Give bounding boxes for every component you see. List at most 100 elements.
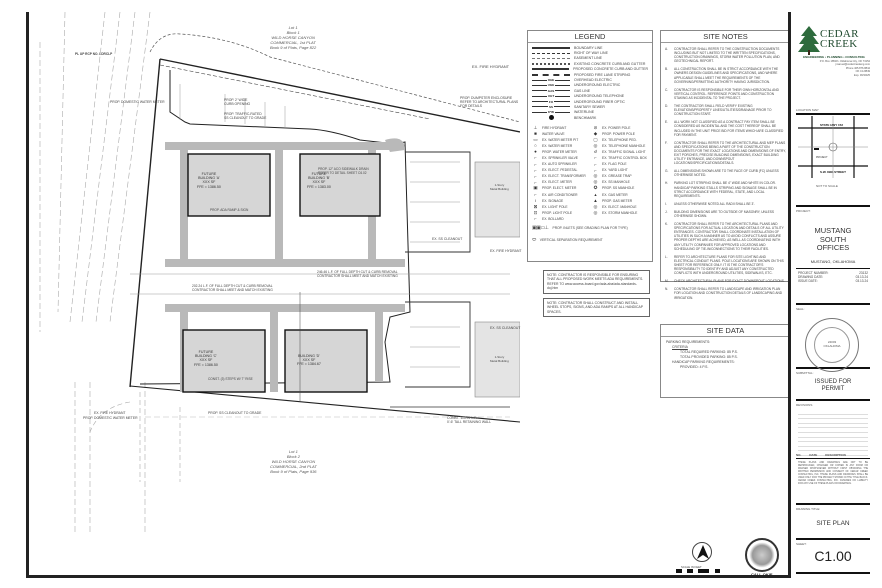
legend-symbol-icon: ⊥ bbox=[533, 124, 538, 130]
legend-line-item: BOUNDARY LINE bbox=[532, 45, 648, 50]
lot-line-5: Book 9 of Plats, Page 822 bbox=[270, 45, 317, 50]
ugt-swatch: UGT bbox=[532, 94, 570, 99]
legend-symbol-label: EX. TRAFFIC CONTROL BOX bbox=[602, 155, 647, 160]
meta-value: 23132 bbox=[859, 271, 868, 275]
project-name-line: OFFICES bbox=[816, 243, 850, 252]
legend-label: BENCHMARK bbox=[574, 115, 597, 120]
legend-panel: LEGEND BOUNDARY LINE RIGHT OF WAY LINE E… bbox=[527, 30, 653, 262]
legend-symbol-label: WATER VALVE bbox=[542, 131, 565, 136]
callout-line: FOR DETAILS bbox=[460, 104, 482, 108]
legend-symbol-label: EX. POWER POLE bbox=[602, 125, 631, 130]
line-code: UGE bbox=[546, 83, 556, 88]
map-road-south: S.W. 89th STREET bbox=[820, 170, 846, 174]
revision-header: DESCRIPTION bbox=[825, 453, 846, 457]
legend-symbol-label: EX. LIGHT POLE bbox=[542, 204, 568, 209]
legend-symbol-item: ⊘EX. POWER POLE bbox=[592, 124, 648, 130]
sidewalk-drain-callout: PROP. 12" ACO SIDEWALK DRAIN REFER TO DE… bbox=[318, 167, 369, 175]
building-area: XXX SF bbox=[312, 180, 326, 185]
project-name: MUSTANG SOUTH OFFICES bbox=[794, 226, 872, 253]
site-note-item: C.CONTRACTOR IS RESPONSIBLE FOR THEIR OW… bbox=[661, 88, 790, 100]
legend-symbol-label: EX. GAS METER bbox=[602, 192, 628, 197]
site-note-text: ALL DIMENSIONS SHOWN ARE TO THE FACE OF … bbox=[674, 169, 779, 178]
site-note-key: I. bbox=[665, 201, 667, 206]
legend-symbol-item: ■WATER VALVE bbox=[532, 131, 588, 137]
legend-symbol-item: ▭EX. WATER METER PIT bbox=[532, 137, 588, 143]
line-code: OHE bbox=[546, 78, 556, 83]
legend-symbol-item: ▲PROP. GAS METER bbox=[592, 198, 648, 204]
legend-symbol-label: EX. ELECT. PEDESTAL bbox=[542, 168, 578, 173]
lot-line-2: Block 1 bbox=[286, 30, 300, 35]
address-line: P.O. Box 18518 • Oklahoma City, OK 73154 bbox=[819, 60, 870, 63]
building-name: BUILDING 'B' bbox=[308, 176, 330, 181]
sheet-number: C1.00 bbox=[814, 548, 852, 564]
legend-symbol-item: ▴EX. GAS METER bbox=[592, 192, 648, 198]
benchmark-icon bbox=[532, 115, 570, 121]
building-status: FUTURE bbox=[311, 172, 327, 176]
site-note-text: CHECK ARCHITECTURAL PLANS FOR EXACT DOWN… bbox=[674, 279, 785, 284]
legend-symbol-label: FIRE HYDRANT bbox=[542, 125, 567, 130]
building-ffe: FFE = 1386.50 bbox=[194, 362, 218, 367]
legend-symbol-icon: ◆ bbox=[593, 130, 598, 136]
legend-label: GAS LINE bbox=[574, 88, 591, 93]
row-line-swatch bbox=[532, 51, 570, 56]
drawing-sheet: Lot 1 Block 1 WILD HORSE CANYON COMMERCI… bbox=[12, 12, 872, 578]
lot-line-3: WILD HORSE CANYON bbox=[271, 459, 316, 464]
gas-swatch: GAS bbox=[532, 88, 570, 93]
callout-line: 1-Story bbox=[494, 355, 505, 359]
inlet-icon: ▣▣▭⊥ bbox=[532, 224, 549, 231]
legend-symbol-label: PROP. GAS METER bbox=[602, 198, 633, 203]
address-line: Exp. 06/30/25 bbox=[853, 73, 870, 77]
legend-symbol-item: ⌐EX. TRAFFIC CONTROL BOX bbox=[592, 155, 648, 161]
legend-symbol-label: EX. BOLLARD bbox=[542, 216, 564, 221]
svg-text:N: N bbox=[702, 554, 705, 559]
site-note-key: C. bbox=[665, 87, 669, 92]
project-meta: PROJECT NUMBER:23132 DRAWING DATE:03.13.… bbox=[798, 271, 868, 283]
call-okie-label: CALL OKIE bbox=[751, 572, 773, 577]
domestic-meter-s-callout: PROP. DOMESTIC WATER METER bbox=[83, 416, 138, 420]
site-note-text: CONTRACTOR SHALL REFER TO THE ARCHITECTU… bbox=[674, 140, 786, 166]
site-data-body: PARKING REQUIREMENTS: CRITERIA TOTAL REQ… bbox=[661, 337, 790, 373]
company-address: P.O. Box 18518 • Oklahoma City, OK 73154… bbox=[820, 60, 870, 77]
revisions-table bbox=[798, 410, 868, 456]
site-note-item: K.CONTRACTOR SHALL REFER TO THE ARCHITEC… bbox=[661, 222, 790, 251]
legend-symbol-icon: ✪ bbox=[593, 185, 598, 191]
sheet-caption: SHEET: bbox=[796, 542, 807, 546]
legend-symbol-label: EX. SIGNAGE bbox=[542, 198, 564, 203]
legend-symbol-label: EX. AUTO SPRINKLER bbox=[542, 162, 577, 167]
address-line: OK CA 8849 bbox=[855, 70, 870, 74]
submittal-caption: SUBMITTAL: bbox=[796, 371, 814, 375]
boundary-line-swatch bbox=[532, 45, 570, 50]
legend-symbol-item: ◎EX. STORM MANHOLE bbox=[592, 210, 648, 216]
line-code: GAS bbox=[546, 88, 556, 93]
ada-note-box: NOTE: CONTRACTOR IS RESPONSIBLE FOR ENSU… bbox=[543, 270, 650, 294]
line-code: FO bbox=[547, 99, 555, 104]
legend-lines: BOUNDARY LINE RIGHT OF WAY LINE EASEMENT… bbox=[528, 43, 652, 121]
legend-line-item: BENCHMARK bbox=[532, 115, 648, 121]
company-logo: CEDAR CREEK ENGINEERING • PLANNING • CON… bbox=[796, 26, 872, 100]
legend-symbol-label: PROP. ELECT. METER bbox=[542, 186, 577, 191]
submittal-line: ISSUED FOR bbox=[814, 379, 852, 385]
legend-symbol-label: EX. ELECT. TRANSFORMER bbox=[542, 174, 586, 179]
site-note-text: ALL CONSTRUCTION SHALL BE IN STRICT ACCO… bbox=[674, 67, 779, 84]
rule bbox=[796, 572, 870, 574]
ohe-swatch: OHE bbox=[532, 78, 570, 83]
building-c-label: FUTURE BUILDING 'C' XXX SF FFE = 1386.50 bbox=[194, 350, 218, 367]
not-to-scale-label: NOT TO SCALE bbox=[816, 184, 838, 188]
building-ffe: FFE = 1386.50 bbox=[197, 184, 221, 189]
project-caption: PROJECT: bbox=[796, 209, 811, 213]
callout-line: 1-Story bbox=[494, 183, 505, 187]
site-note-text: UNLESS OTHERWISE NOTED ALL RADII SHALL B… bbox=[674, 201, 755, 206]
rule bbox=[796, 458, 870, 459]
site-data-line: CRITERIA bbox=[672, 345, 688, 349]
building-name: BUILDING 'A' bbox=[198, 176, 220, 181]
meta-value: 03.13.24 bbox=[855, 279, 868, 283]
site-data-panel: SITE DATA PARKING REQUIREMENTS: CRITERIA… bbox=[660, 324, 791, 398]
lot-south-label: Lot 1 Block 2 WILD HORSE CANYON COMMERCI… bbox=[270, 449, 317, 474]
ex-ss-cleanout-callout: EX. SS CLEANOUT bbox=[432, 237, 463, 241]
site-note-text: ALL WORK NOT CLASSIFIED AS A CONTRACT PA… bbox=[674, 120, 784, 137]
legend-symbol-item: ◎EX. SS MANHOLE bbox=[592, 179, 648, 185]
legend-symbol-item: ●PROP. WATER METER bbox=[532, 149, 588, 155]
submittal-line: PERMIT bbox=[821, 386, 845, 392]
legend-symbol-label: EX. SPRINKLER VALVE bbox=[542, 155, 578, 160]
site-note-item: M.CHECK ARCHITECTURAL PLANS FOR EXACT DO… bbox=[661, 279, 790, 283]
